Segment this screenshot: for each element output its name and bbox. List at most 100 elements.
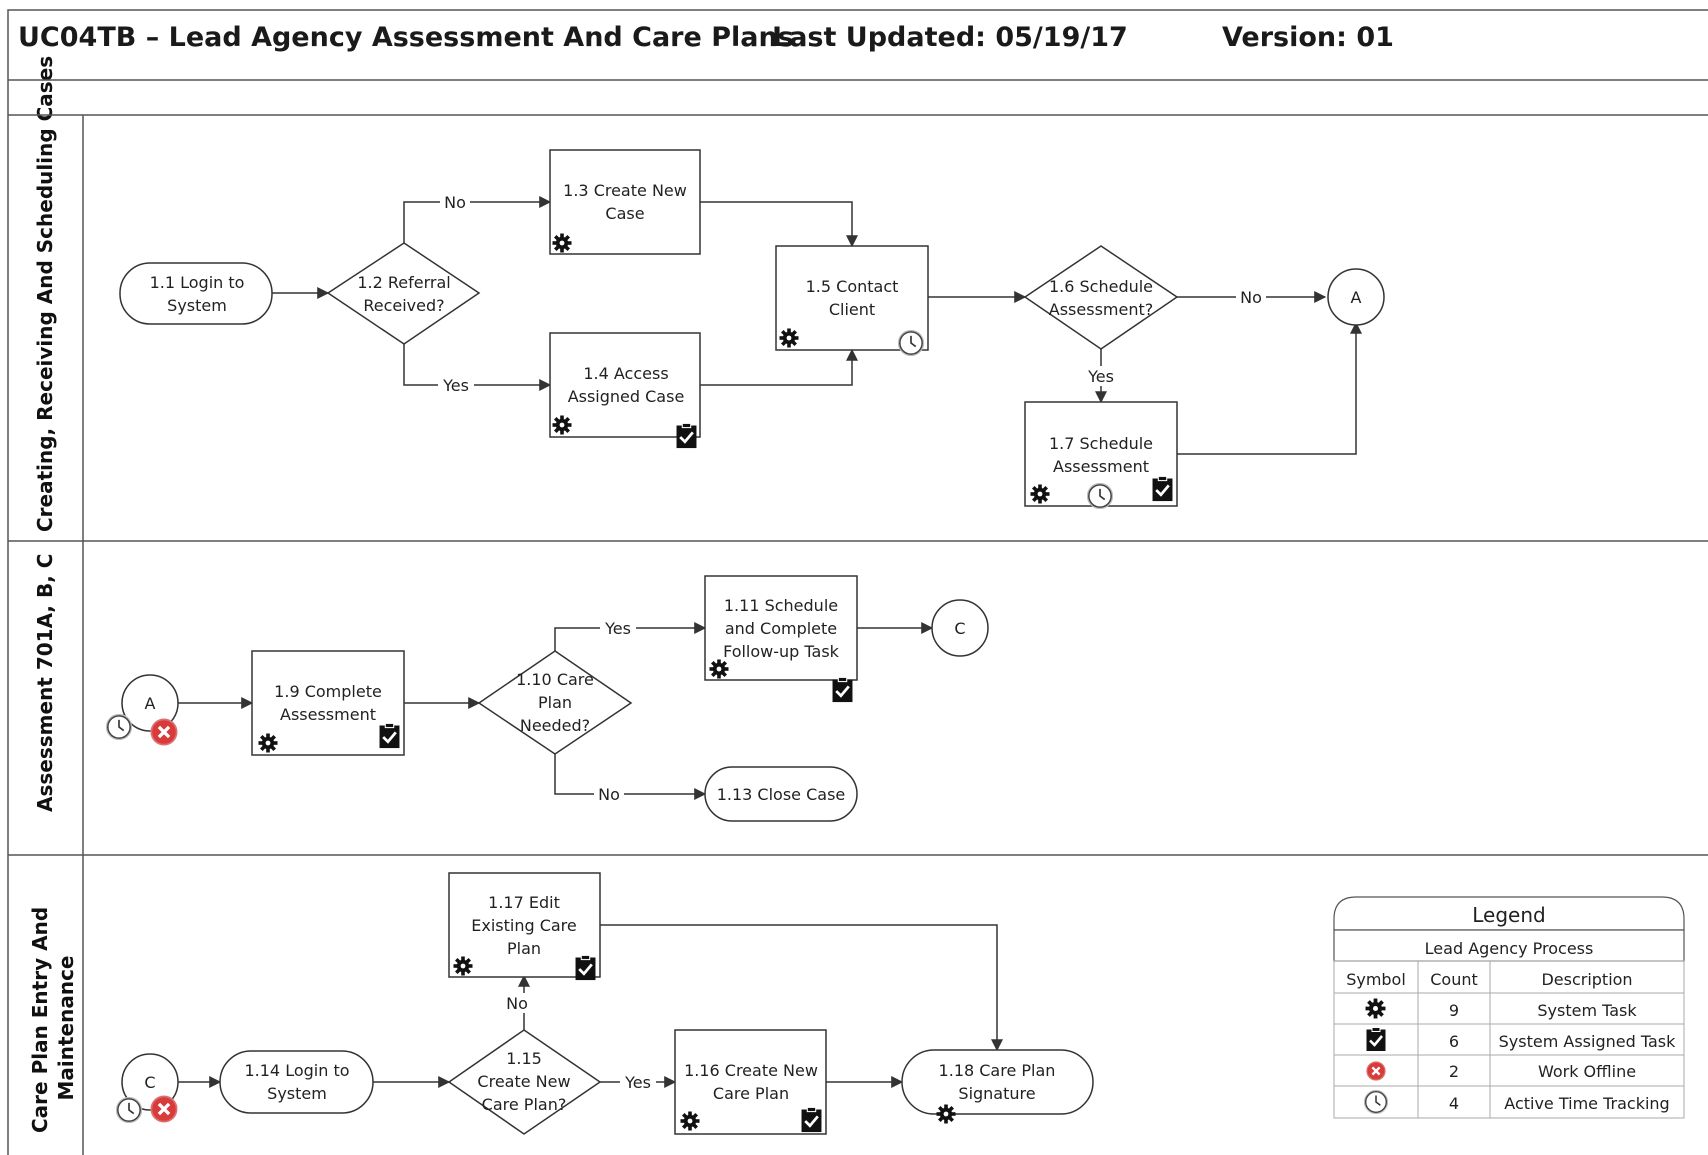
- svg-text:1.13 Close Case: 1.13 Close Case: [717, 785, 846, 804]
- off-page-connector-c-out[interactable]: C: [931, 599, 989, 657]
- off-page-connector-c-in[interactable]: C: [116, 1053, 179, 1123]
- lane2-edges: [178, 622, 934, 800]
- edge-1-2-no-to-1-3: [403, 196, 552, 243]
- legend-desc-system-assigned-task: System Assigned Task: [1499, 1032, 1676, 1051]
- edge-label-bg: [620, 1072, 656, 1092]
- edge-label-bg: [1236, 287, 1266, 307]
- edge-1-10-no-to-1-13: [554, 754, 707, 800]
- edge-label-yes-1-2: Yes: [442, 376, 469, 395]
- work-offline-icon: [150, 718, 178, 746]
- edge-1-4-to-1-5: [700, 348, 858, 386]
- clipboard-check-icon: [1152, 476, 1173, 502]
- svg-text:C: C: [954, 619, 965, 638]
- edge-1-17-to-1-18: [600, 924, 1003, 1052]
- gear-icon: [552, 233, 572, 253]
- clock-icon: [116, 1097, 142, 1123]
- work-offline-icon: [1366, 1061, 1386, 1081]
- clipboard-check-icon: [575, 955, 596, 981]
- clipboard-check-icon: [676, 423, 697, 449]
- clock-icon: [898, 330, 924, 356]
- clipboard-check-icon: [801, 1107, 822, 1133]
- clipboard-check-icon: [832, 677, 853, 703]
- gear-icon: [936, 1104, 956, 1124]
- edge-1-3-to-1-5: [700, 201, 858, 248]
- legend-desc-work-offline: Work Offline: [1538, 1062, 1636, 1081]
- off-page-connector-a-in[interactable]: A: [106, 674, 179, 746]
- gear-icon: [1030, 484, 1050, 504]
- legend-subtitle: Lead Agency Process: [1425, 939, 1594, 958]
- edge-1-10-yes-to-1-11: [554, 622, 707, 651]
- clipboard-check-icon: [379, 723, 400, 749]
- version-label: Version: 01: [1222, 22, 1394, 53]
- edge-label-bg: [438, 375, 474, 395]
- legend-col-count: Count: [1430, 970, 1478, 989]
- legend-title: Legend: [1472, 903, 1545, 927]
- edge-label-bg: [509, 993, 539, 1013]
- gear-icon: [680, 1111, 700, 1131]
- edge-label-bg: [594, 784, 624, 804]
- svg-text:A: A: [1351, 288, 1362, 307]
- edge-label-no-1-15: No: [506, 994, 528, 1013]
- last-updated: Last Updated: 05/19/17: [772, 22, 1128, 53]
- gear-icon: [453, 956, 473, 976]
- edge-label-no-1-2: No: [444, 193, 466, 212]
- legend-col-description: Description: [1541, 970, 1632, 989]
- gear-icon: [258, 733, 278, 753]
- clock-icon: [1087, 483, 1113, 509]
- edge-1-7-to-a: [1177, 321, 1362, 455]
- edge-label-no-1-6: No: [1240, 288, 1262, 307]
- diagram-title: UC04TB – Lead Agency Assessment And Care…: [18, 22, 794, 53]
- edge-label-yes-1-6: Yes: [1087, 367, 1114, 386]
- svg-text:C: C: [144, 1073, 155, 1092]
- legend-count-system-task: 9: [1449, 1001, 1459, 1020]
- gear-icon: [552, 415, 572, 435]
- node-1-13-close-case[interactable]: 1.13 Close Case: [704, 766, 858, 822]
- edge-label-bg: [440, 192, 470, 212]
- frame: [7, 9, 1708, 1155]
- edge-label-yes-1-10: Yes: [604, 619, 631, 638]
- legend-desc-active-time-tracking: Active Time Tracking: [1504, 1094, 1669, 1113]
- legend-count-system-assigned-task: 6: [1449, 1032, 1459, 1051]
- edge-label-yes-1-15: Yes: [624, 1073, 651, 1092]
- edge-label-no-1-10: No: [598, 785, 620, 804]
- edge-1-2-yes-to-1-4: [403, 344, 552, 391]
- clock-icon: [106, 714, 132, 740]
- off-page-connector-a-out[interactable]: A: [1327, 268, 1385, 326]
- gear-icon: [709, 659, 729, 679]
- gear-icon: [779, 328, 799, 348]
- clock-icon: [1364, 1090, 1388, 1114]
- edge-label-bg: [600, 618, 636, 638]
- svg-text:A: A: [145, 694, 156, 713]
